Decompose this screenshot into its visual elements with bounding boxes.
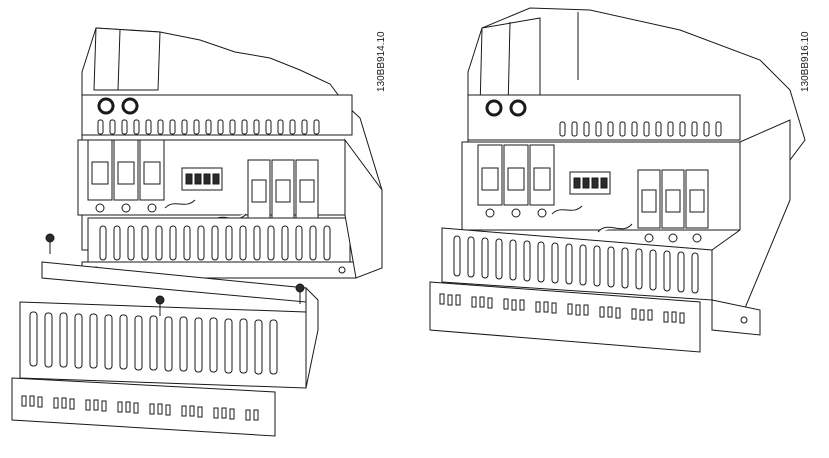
cover-lip-slots [22,396,258,420]
figure-code-left: 130BB914.10 [376,31,387,92]
terminal-blocks-left-group-a [88,140,164,212]
control-connector-left [182,168,222,190]
ground-strap-1-left [165,200,195,208]
ground-strap-1-right [552,206,582,214]
gland-1-left [99,99,113,113]
gland-2-left [123,99,137,113]
rear-vents-right [560,122,721,136]
terminal-blocks-right-group-a [478,145,554,217]
screw-3-icon [296,284,304,304]
cover-side-tab [306,288,318,388]
screw-2-icon [156,296,164,316]
drive-unit-left [78,28,382,278]
mounted-lip-slots-right [440,294,684,323]
figure-code-right: 130BB916.10 [800,31,811,92]
mounted-grille-lip-right [430,282,700,352]
cover-bottom-lip [12,378,275,436]
bottom-grille-slots-left [100,226,330,260]
ground-strap-2-right [598,224,632,232]
rear-vents-left [98,120,319,134]
side-panel-left [345,140,382,278]
terminal-blocks-right-group-b [638,170,708,242]
drive-unit-right [430,8,805,352]
gland-2-right [511,101,525,115]
control-connector-right [570,172,610,194]
mounting-flange-right [712,300,760,335]
gland-1-right [487,101,501,115]
top-module-left [94,28,160,90]
screw-1-icon [46,234,54,254]
terminal-blocks-left-group-b [248,160,318,232]
mounted-grille-slots-right [454,236,698,293]
detached-grille-cover [12,234,318,436]
rear-panel-right [468,95,740,140]
cover-grille-slots [30,312,277,374]
